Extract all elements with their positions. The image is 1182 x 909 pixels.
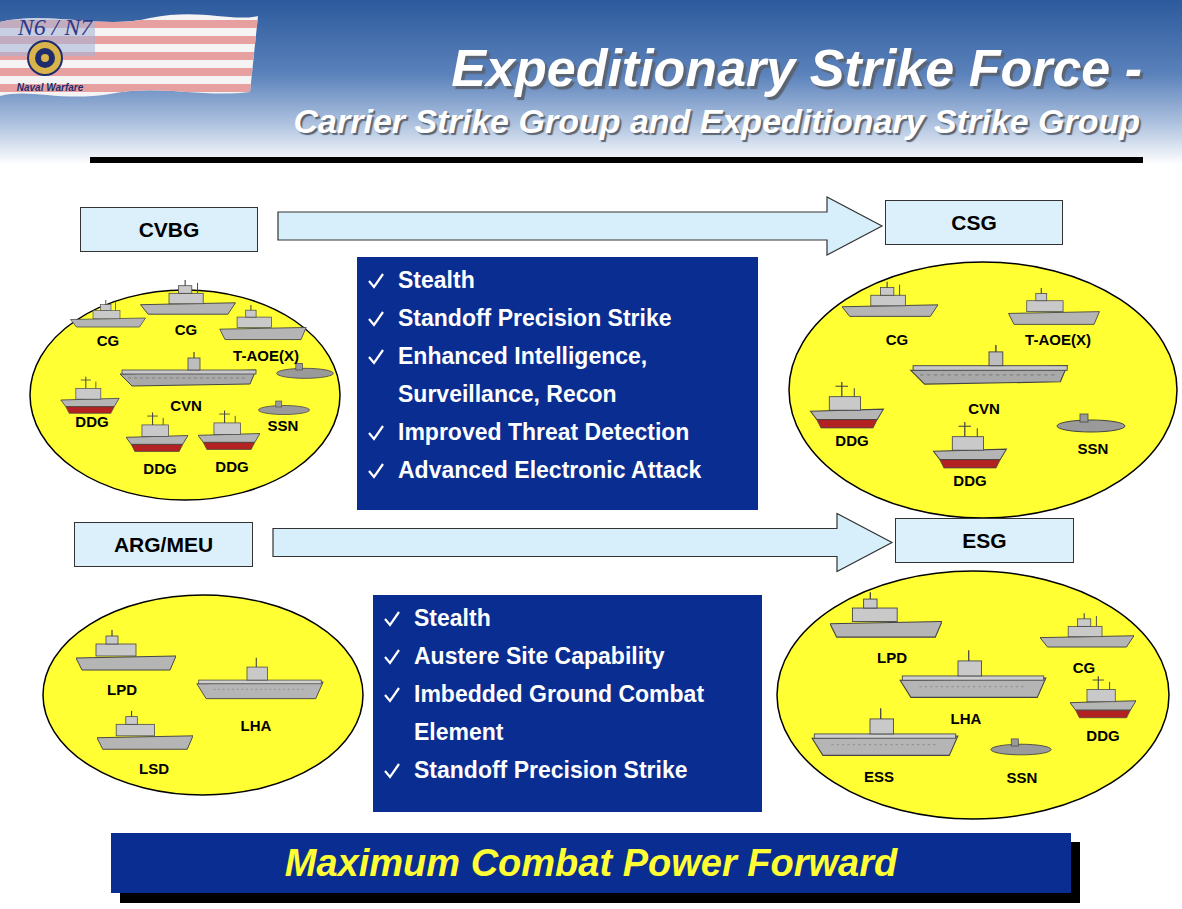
capability-text: Advanced Electronic Attack (398, 451, 701, 489)
ship-label: CG (97, 332, 120, 349)
check-mark (383, 648, 401, 666)
check-mark (367, 272, 385, 290)
group-ellipse (777, 571, 1169, 819)
check-item: Austere Site Capability (383, 637, 750, 675)
slogan-band: Maximum Combat Power Forward (111, 833, 1071, 893)
ship-label: T-AOE(X) (233, 347, 299, 364)
ship-label: LPD (107, 681, 137, 698)
check-item: Stealth (383, 599, 750, 637)
flag-logo (0, 0, 260, 110)
ship-label: DDG (953, 472, 986, 489)
group-ellipse (43, 595, 363, 795)
ship-label: CG (175, 321, 198, 338)
capability-box: StealthStandoff Precision StrikeEnhanced… (357, 257, 758, 510)
capability-text: Standoff Precision Strike (414, 751, 688, 789)
logo-caption: Naval Warfare (17, 82, 84, 93)
ship-label: DDG (75, 413, 108, 430)
group-name: CSG (951, 211, 997, 235)
check-mark (383, 610, 401, 628)
group-box: CVBG (80, 207, 258, 252)
ship-label: DDG (835, 432, 868, 449)
check-mark (367, 310, 385, 328)
ship-label: SSN (268, 417, 299, 434)
capability-text: Enhanced Intelligence, Surveillance, Rec… (398, 337, 746, 413)
capability-text: Imbedded Ground Combat Element (414, 675, 750, 751)
title: Expeditionary Strike Force - (451, 42, 1142, 94)
check-item: Advanced Electronic Attack (367, 451, 746, 489)
check-mark (367, 424, 385, 442)
capability-box: StealthAustere Site CapabilityImbedded G… (373, 595, 762, 812)
check-item: Standoff Precision Strike (383, 751, 750, 789)
block-arrow (273, 514, 892, 572)
ship-icons (61, 280, 1136, 755)
ship-label: SSN (1078, 440, 1109, 457)
ship-label: T-AOE(X) (1025, 331, 1091, 348)
check-item: Imbedded Ground Combat Element (383, 675, 750, 751)
ship-label: DDG (143, 460, 176, 477)
check-mark (367, 462, 385, 480)
group-name: ESG (962, 529, 1006, 553)
navy-emblem (28, 41, 62, 75)
ship-label: SSN (1007, 769, 1038, 786)
ship-label: DDG (1086, 727, 1119, 744)
check-item: Stealth (367, 261, 746, 299)
ship-label: ESS (864, 768, 894, 785)
ship-label: CVN (170, 397, 202, 414)
ship-label: LPD (877, 649, 907, 666)
group-box: ARG/MEU (74, 522, 253, 567)
ship-label: LHA (241, 717, 272, 734)
header-rule (90, 157, 1143, 163)
group-name: CVBG (139, 218, 200, 242)
capability-text: Standoff Precision Strike (398, 299, 672, 337)
group-ellipse (30, 290, 340, 500)
capability-text: Stealth (398, 261, 475, 299)
ship-label: LSD (139, 760, 169, 777)
check-mark (383, 686, 401, 704)
ship-label: CG (886, 331, 909, 348)
group-name: ARG/MEU (114, 533, 213, 557)
check-mark (383, 762, 401, 780)
ship-label: DDG (215, 458, 248, 475)
capability-text: Improved Threat Detection (398, 413, 689, 451)
check-item: Enhanced Intelligence, Surveillance, Rec… (367, 337, 746, 413)
group-box: CSG (885, 200, 1063, 245)
ship-label: LHA (951, 710, 982, 727)
group-box: ESG (895, 518, 1074, 563)
ship-label: CG (1073, 659, 1096, 676)
slogan-text: Maximum Combat Power Forward (285, 842, 897, 885)
group-ellipse (789, 262, 1177, 518)
subtitle: Carrier Strike Group and Expeditionary S… (294, 102, 1140, 141)
capability-text: Austere Site Capability (414, 637, 665, 675)
block-arrow (278, 197, 882, 255)
check-item: Standoff Precision Strike (367, 299, 746, 337)
capability-text: Stealth (414, 599, 491, 637)
logo-text: N6 / N7 (18, 14, 93, 41)
ship-label: CVN (968, 400, 1000, 417)
check-item: Improved Threat Detection (367, 413, 746, 451)
check-mark (367, 348, 385, 366)
